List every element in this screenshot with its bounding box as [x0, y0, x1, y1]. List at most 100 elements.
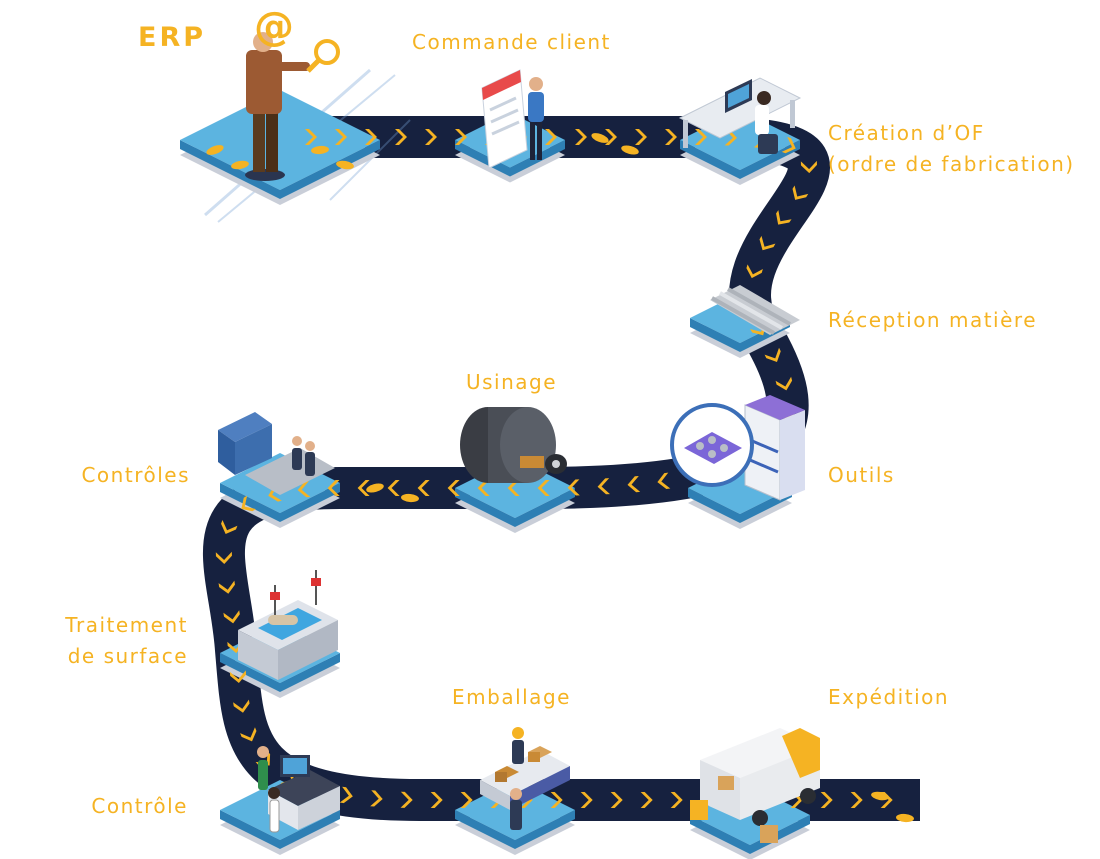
footprint-icon — [311, 145, 329, 155]
chevron-arrow-icon — [241, 495, 256, 512]
chevron-arrow-icon — [240, 727, 257, 742]
chevron-arrow-icon — [425, 129, 437, 145]
label-emballage: Emballage — [452, 685, 571, 709]
delivery-truck-icon — [690, 728, 820, 843]
surface-treatment-icon — [238, 570, 338, 680]
inspection-line-icon — [218, 412, 335, 495]
chevron-arrow-icon — [477, 480, 490, 496]
chevron-arrow-icon — [455, 129, 467, 145]
chevron-arrow-icon — [694, 128, 707, 145]
label-commande-client: Commande client — [412, 30, 611, 54]
chevron-arrow-icon — [335, 129, 347, 145]
chevron-arrow-icon — [775, 376, 793, 391]
chevron-arrow-icon — [215, 551, 232, 565]
chevron-arrow-icon — [223, 610, 240, 624]
chevron-arrow-icon — [545, 129, 557, 145]
chevron-arrow-icon — [776, 210, 792, 225]
chevron-arrow-icon — [670, 792, 683, 808]
footprint-icon — [366, 483, 384, 493]
chevron-arrow-icon — [297, 481, 311, 498]
label-creation-of-line2: (ordre de fabrication) — [828, 152, 1075, 176]
platform-side — [680, 140, 800, 179]
chevron-arrow-icon — [781, 136, 796, 154]
chevron-arrow-icon — [575, 129, 587, 145]
chevron-arrow-icon — [305, 129, 317, 145]
footprint-icon — [871, 791, 889, 801]
label-traitement-line1: Traitement — [65, 613, 188, 637]
chevron-arrow-icon — [327, 479, 340, 497]
chevron-arrow-icon — [218, 580, 235, 594]
chevron-arrow-icon — [339, 786, 353, 804]
chevron-arrow-icon — [850, 792, 863, 808]
chevron-arrow-icon — [759, 235, 776, 251]
chevron-arrow-icon — [221, 519, 238, 535]
metal-bars-icon — [710, 285, 800, 335]
chevron-arrow-icon — [357, 480, 370, 496]
machining-part-icon — [460, 407, 567, 483]
chevron-arrow-icon — [605, 129, 617, 145]
footprint-icon — [206, 145, 224, 155]
label-expedition: Expédition — [828, 685, 950, 709]
at-icon: @ — [254, 4, 294, 50]
label-reception-matiere: Réception matière — [828, 308, 1037, 332]
label-traitement-line2: de surface — [67, 644, 188, 668]
label-outils: Outils — [828, 463, 895, 487]
chevron-arrow-icon — [268, 485, 282, 502]
platform-side — [455, 140, 565, 177]
tool-cabinet-icon — [670, 395, 805, 501]
label-usinage: Usinage — [466, 370, 558, 394]
platform-side — [455, 810, 575, 849]
chevron-arrow-icon — [635, 129, 647, 145]
order-form-icon — [481, 69, 544, 169]
chevron-arrow-icon — [657, 472, 671, 489]
chevron-arrow-icon — [430, 792, 443, 808]
chevron-arrow-icon — [567, 479, 580, 496]
chevron-arrow-icon — [395, 129, 407, 145]
chevron-arrow-icon — [597, 478, 610, 495]
chevron-arrow-icon — [387, 480, 400, 496]
footprint-icon — [336, 160, 354, 170]
chevron-arrow-icon — [580, 792, 593, 808]
process-road — [202, 116, 920, 821]
platform-side — [690, 815, 810, 854]
chevron-arrow-icon — [370, 790, 383, 807]
label-controles: Contrôles — [81, 463, 190, 487]
chevron-arrow-icon — [229, 670, 247, 684]
footprint-icon — [401, 493, 419, 503]
chevron-arrow-icon — [627, 475, 641, 493]
erp-analyst-icon: @ — [245, 4, 340, 181]
chevron-arrow-icon — [820, 792, 833, 808]
chevron-arrow-icon — [764, 347, 781, 362]
footprint-icon — [896, 813, 914, 823]
packing-station-icon — [480, 727, 570, 830]
erp-title: ERP — [138, 22, 207, 53]
desk-computer-icon — [678, 77, 802, 154]
chevron-arrow-icon — [400, 791, 413, 808]
chevron-arrow-icon — [537, 479, 550, 497]
chevron-arrow-icon — [447, 480, 460, 496]
platform-side — [688, 488, 792, 523]
footprints — [206, 133, 914, 823]
chevron-arrow-icon — [640, 792, 653, 808]
label-controle: Contrôle — [91, 794, 188, 818]
chevron-arrow-icon — [417, 480, 430, 496]
chevron-arrow-icon — [665, 129, 677, 145]
platform-side — [220, 810, 340, 849]
label-creation-of-line1: Création d’OF — [828, 121, 985, 145]
control-station-icon — [257, 746, 340, 833]
chevron-arrow-icon — [365, 129, 377, 145]
chevron-arrow-icon — [507, 480, 520, 497]
label-traitement-surface: Traitement de surface — [20, 610, 188, 672]
footprint-icon — [231, 160, 249, 170]
footprint-icon — [621, 145, 639, 155]
chevron-arrow-icon — [800, 160, 817, 174]
chevron-arrow-icon — [750, 320, 766, 336]
platform — [180, 90, 380, 190]
chevron-arrow-icon — [610, 792, 623, 808]
chevron-arrow-icon — [550, 792, 563, 808]
chevron-arrow-icon — [746, 264, 763, 279]
platform-side — [455, 488, 575, 527]
chevron-arrow-icon — [233, 699, 250, 713]
footprint-icon — [591, 133, 609, 143]
